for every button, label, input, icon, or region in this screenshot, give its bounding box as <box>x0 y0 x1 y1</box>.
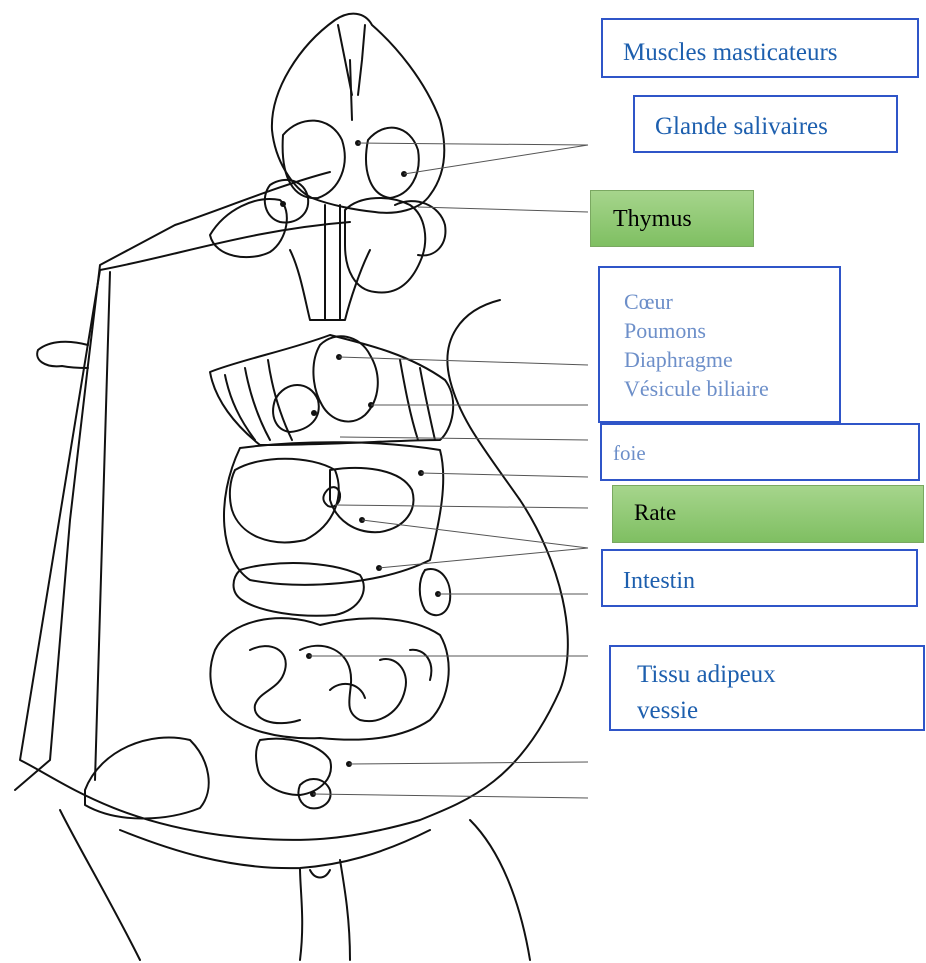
label-coeur: Cœur <box>624 287 839 316</box>
hindlimb-muscle <box>85 737 209 818</box>
label-vesicule-biliaire: Vésicule biliaire <box>624 374 839 403</box>
muscle-lobe-right <box>366 128 419 198</box>
label-text: Muscles masticateurs <box>623 39 917 67</box>
rib-lines <box>225 360 435 440</box>
label-poumons: Poumons <box>624 316 839 345</box>
label-glande-salivaires: Glande salivaires <box>633 95 898 153</box>
pelvis-skin <box>60 810 530 960</box>
snout-lines <box>338 25 365 120</box>
label-thymus: Thymus <box>590 190 754 247</box>
thymus-lobe-2 <box>395 201 445 255</box>
muscle-lobe-left <box>283 121 345 199</box>
label-rate: Rate <box>612 485 924 543</box>
label-text: Intestin <box>623 568 916 595</box>
intestine-loops <box>210 618 448 740</box>
label-foie: foie <box>600 423 920 481</box>
label-muscles-masticateurs: Muscles masticateurs <box>601 18 919 78</box>
pelvis <box>120 830 430 960</box>
forelimb <box>37 342 88 368</box>
liver-lobe-2 <box>330 468 413 532</box>
cecum <box>256 739 331 795</box>
label-intestin: Intestin <box>601 549 918 607</box>
label-text: foie <box>613 441 918 466</box>
label-diaphragme: Diaphragme <box>624 345 839 374</box>
label-group-abdomen: Tissu adipeux vessie <box>609 645 925 731</box>
stomach <box>234 563 364 616</box>
liver-lobe <box>230 459 339 543</box>
label-group-thorax: Cœur Poumons Diaphragme Vésicule biliair… <box>598 266 841 423</box>
label-vessie: vessie <box>637 693 923 729</box>
label-text: Glande salivaires <box>655 113 896 141</box>
label-text: Rate <box>634 500 923 526</box>
skin-flap <box>15 172 330 790</box>
spleen <box>420 569 450 615</box>
skin-edge <box>95 272 110 780</box>
intestine-coils <box>250 646 431 723</box>
heart <box>313 336 377 421</box>
label-text: Thymus <box>613 206 753 233</box>
leader-lines <box>309 143 588 798</box>
label-tissu-adipeux: Tissu adipeux <box>637 657 923 693</box>
